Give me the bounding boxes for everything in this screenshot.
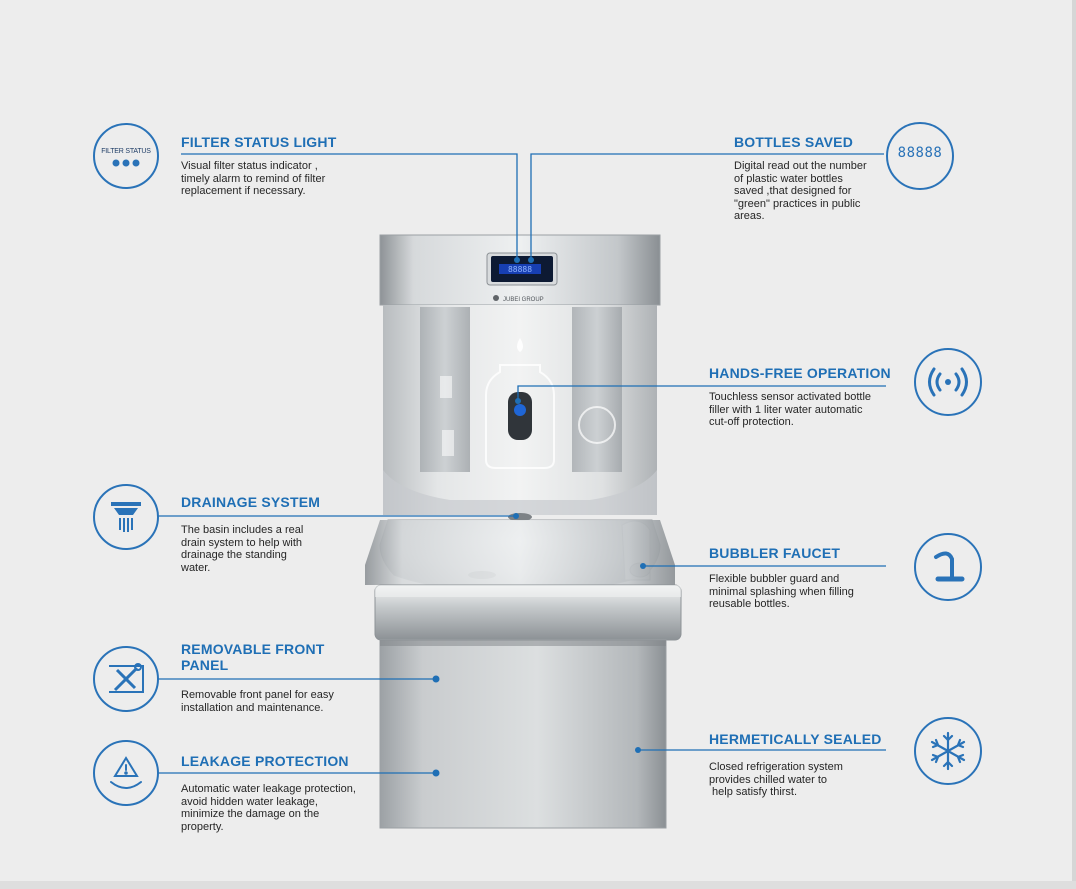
desc-line: property. <box>181 820 224 833</box>
feature-title: BOTTLES SAVED <box>734 134 854 150</box>
feature-title: DRAINAGE SYSTEM <box>181 494 321 510</box>
feature-filter-status: FILTER STATUS LIGHT Visual filter status… <box>181 134 411 198</box>
desc-line: Removable front panel for easy <box>181 689 334 701</box>
desc-line: avoid hidden water leakage, <box>181 795 318 808</box>
desc-line: cut-off protection. <box>709 416 794 428</box>
desc-line: drainage the standing <box>181 549 287 561</box>
feature-description: Automatic water leakage protection, avoi… <box>181 783 401 833</box>
feature-description: Visual filter status indicator , timely … <box>181 160 411 198</box>
feature-hands-free: HANDS-FREE OPERATION Touchless sensor ac… <box>709 365 909 429</box>
desc-line: water. <box>181 561 211 574</box>
desc-line: help satisfy thirst. <box>709 786 798 798</box>
desc-line: Closed refrigeration system <box>709 761 843 773</box>
display-digits: 88888 <box>508 265 532 274</box>
bottle-outline <box>485 364 555 469</box>
right-edge-strip <box>1072 0 1076 889</box>
digital-counter-icon-label: 88888 <box>897 145 943 161</box>
feature-title: HERMETICALLY SEALED <box>709 731 882 747</box>
feature-title: REMOVABLE FRONT PANEL <box>181 641 381 673</box>
desc-line: provides chilled water to <box>709 773 828 786</box>
feature-bottles-saved: BOTTLES SAVED Digital read out the numbe… <box>734 134 894 223</box>
feature-description: Closed refrigeration system provides chi… <box>709 761 909 799</box>
feature-title: HANDS-FREE OPERATION <box>709 365 891 381</box>
feature-hermetic: HERMETICALLY SEALED Closed refrigeration… <box>709 731 909 799</box>
desc-line: of plastic water bottles <box>734 172 843 185</box>
feature-description: Touchless sensor activated bottle filler… <box>709 391 909 429</box>
feature-leakage: LEAKAGE PROTECTION Automatic water leaka… <box>181 753 401 833</box>
feature-front-panel: REMOVABLE FRONT PANEL Removable front pa… <box>181 641 381 714</box>
feature-title: BUBBLER FAUCET <box>709 545 841 561</box>
feature-title: FILTER STATUS LIGHT <box>181 134 337 150</box>
desc-line: timely alarm to remind of filter <box>181 172 326 185</box>
bottom-band <box>0 881 1076 889</box>
desc-line: minimal splashing when filling <box>709 585 854 598</box>
leader-dots <box>432 257 646 777</box>
feature-description: Flexible bubbler guard and minimal splas… <box>709 573 909 611</box>
desc-line: Flexible bubbler guard and <box>709 573 840 585</box>
feature-title: LEAKAGE PROTECTION <box>181 753 349 769</box>
desc-line: The basin includes a real <box>181 524 304 536</box>
desc-line: saved ,that designed for <box>734 185 852 197</box>
lower-body <box>379 639 667 829</box>
desc-line: "green" practices in public <box>734 197 861 210</box>
desc-line: Automatic water leakage protection, <box>181 783 356 795</box>
desc-line: reusable bottles. <box>709 598 790 610</box>
desc-line: areas. <box>734 210 765 222</box>
title-line: REMOVABLE FRONT <box>181 641 325 657</box>
desc-line: Digital read out the number <box>734 160 867 172</box>
wireless-sensor-icon <box>914 348 982 416</box>
feature-bubbler: BUBBLER FAUCET Flexible bubbler guard an… <box>709 545 909 611</box>
drain-icon <box>93 484 159 550</box>
feature-description: Removable front panel for easy installat… <box>181 689 381 714</box>
desc-line: Visual filter status indicator , <box>181 160 318 172</box>
desc-line: filler with 1 liter water automatic <box>709 403 863 416</box>
faucet-icon <box>914 533 982 601</box>
desc-line: replacement if necessary. <box>181 185 306 197</box>
tools-icon <box>93 646 159 712</box>
snowflake-icon <box>914 717 982 785</box>
filter-status-icon: FILTER STATUS <box>93 123 159 189</box>
filter-status-icon-label: FILTER STATUS <box>101 148 151 155</box>
brand-mark: JUBEI GROUP <box>503 297 544 303</box>
leader-lines <box>100 153 886 774</box>
desc-line: Touchless sensor activated bottle <box>709 391 872 403</box>
digital-counter-icon: 88888 <box>886 122 954 190</box>
feature-description: The basin includes a real drain system t… <box>181 524 381 574</box>
desc-line: minimize the damage on the <box>181 808 320 820</box>
title-line: PANEL <box>181 657 229 673</box>
feature-description: Digital read out the number of plastic w… <box>734 160 894 223</box>
desc-line: drain system to help with <box>181 536 303 549</box>
desc-line: installation and maintenance. <box>181 701 324 714</box>
feature-drainage: DRAINAGE SYSTEM The basin includes a rea… <box>181 494 381 574</box>
leak-alert-icon <box>93 740 159 806</box>
